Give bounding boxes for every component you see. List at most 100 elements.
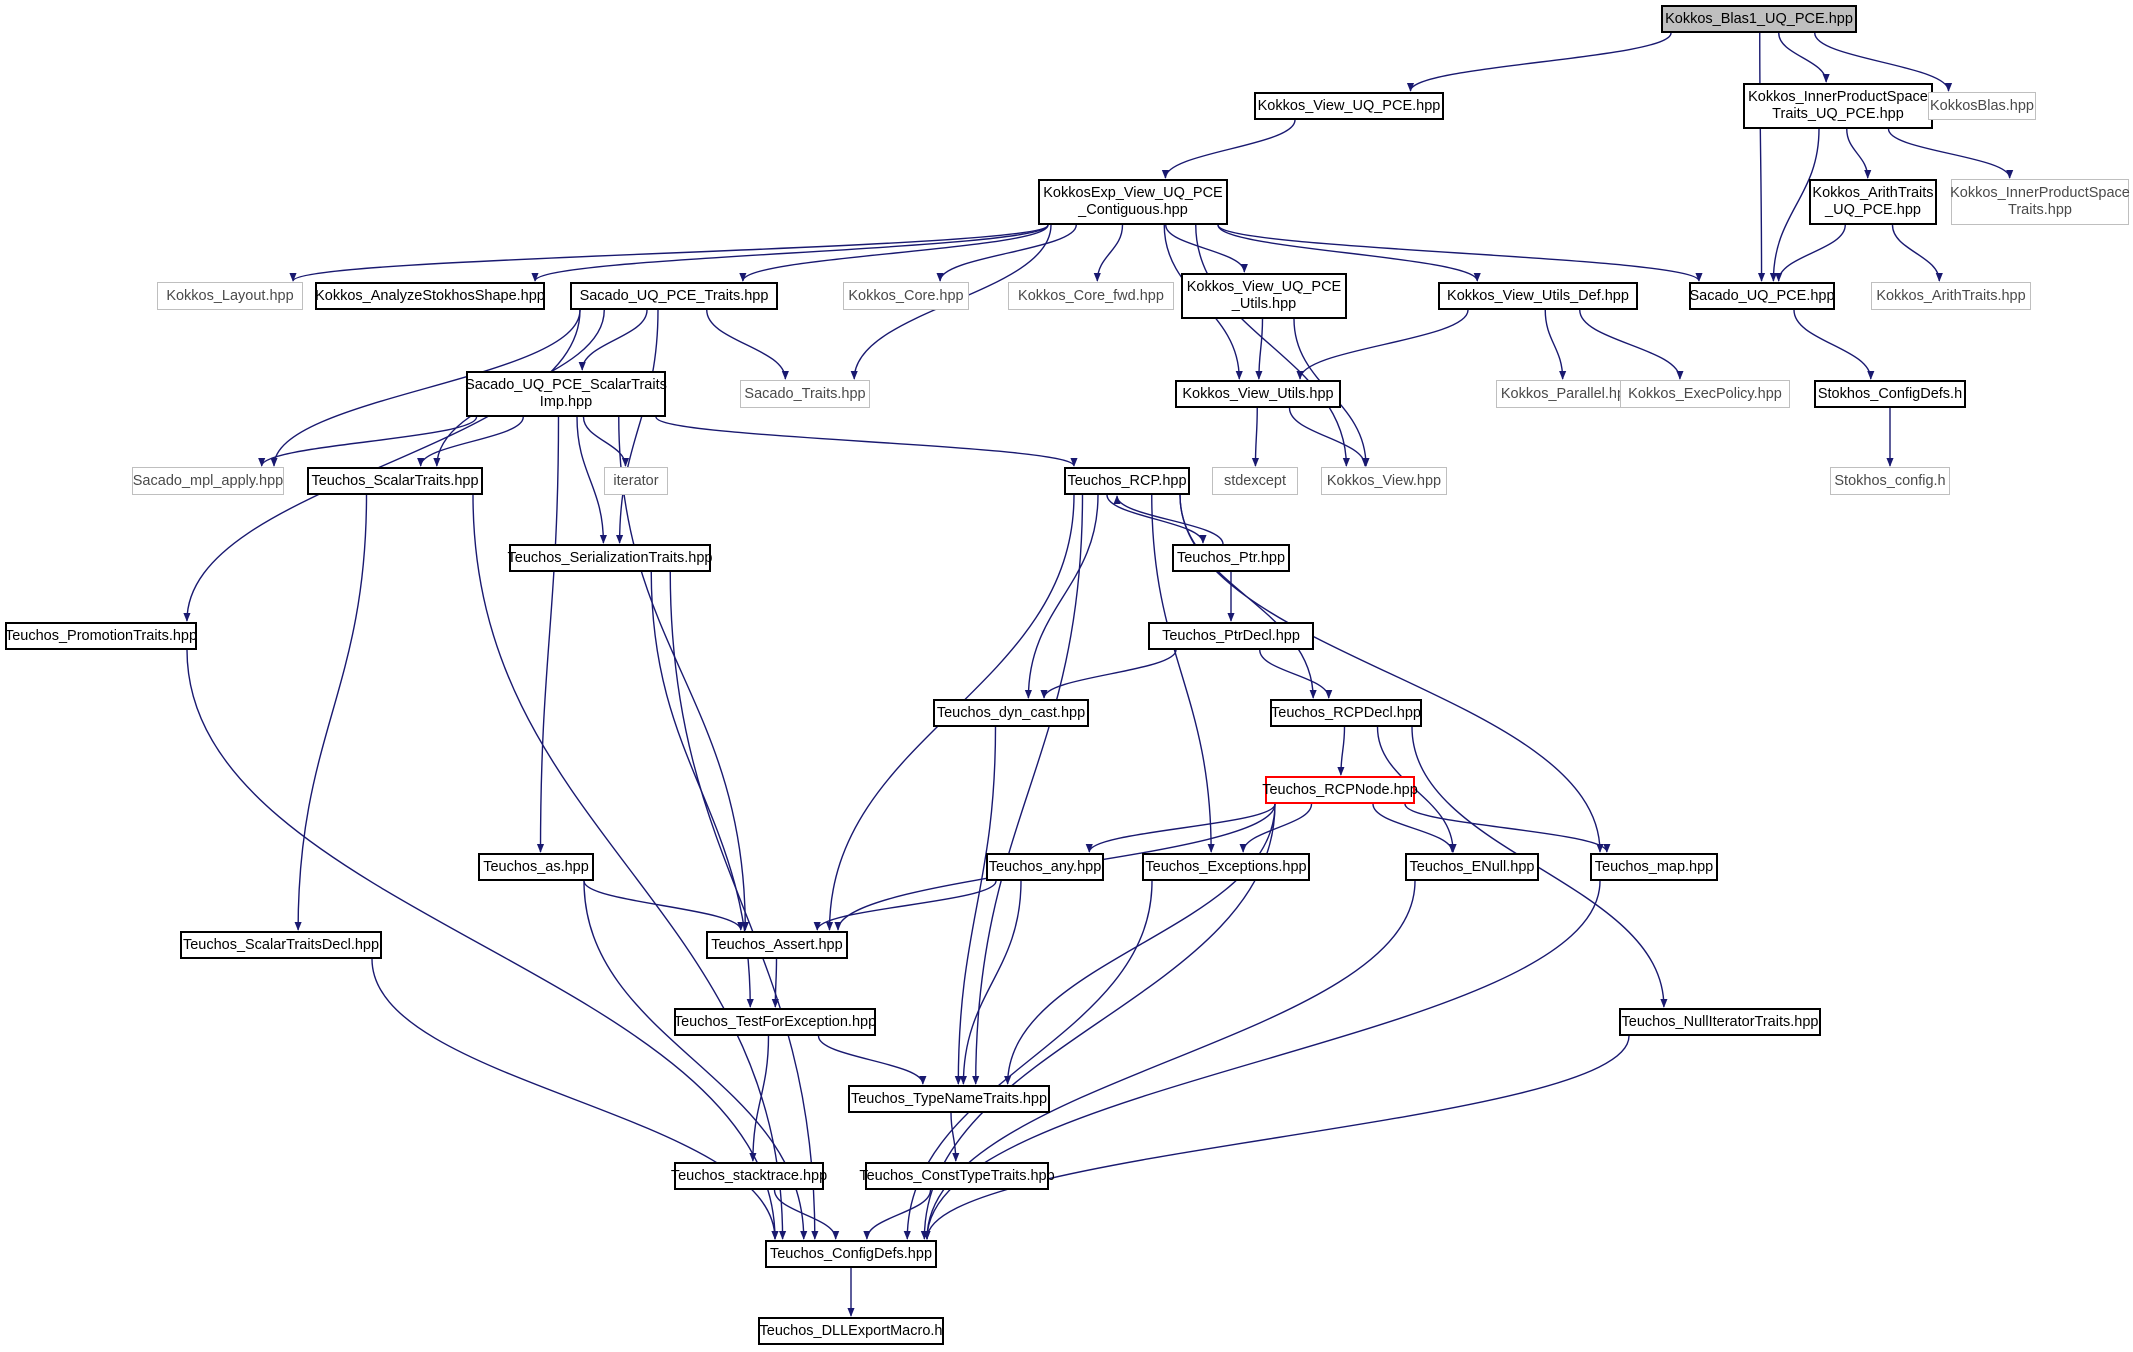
graph-node-label: Teuchos_NullIteratorTraits.hpp [1621,1013,1819,1030]
graph-node-t_serial[interactable]: Teuchos_SerializationTraits.hpp [508,544,713,572]
graph-node-t_exc[interactable]: Teuchos_Exceptions.hpp [1142,853,1310,881]
graph-node-root[interactable]: Kokkos_Blas1_UQ_PCE.hpp [1661,5,1857,33]
edge-ips_uq-to-arith_uq [1846,128,1872,179]
graph-node-sac_tr: Sacado_Traits.hpp [740,380,870,408]
graph-node-t_ptrdecl[interactable]: Teuchos_PtrDecl.hpp [1148,622,1314,650]
edge-sac_traits-to-mpl [270,309,581,467]
edge-t_scalar-to-t_stdecl [294,494,368,931]
graph-node-t_as[interactable]: Teuchos_as.hpp [478,853,594,881]
graph-node-ips_uq[interactable]: Kokkos_InnerProductSpace Traits_UQ_PCE.h… [1743,83,1933,129]
graph-node-t_cfg[interactable]: Teuchos_ConfigDefs.hpp [765,1240,937,1268]
graph-node-view_utils[interactable]: Kokkos_View_Utils.hpp [1175,380,1341,408]
edge-view_utils-to-stdexcept [1251,407,1260,467]
graph-node-kblas: KokkosBlas.hpp [1928,92,2036,120]
edge-arith_uq-to-karith [1891,224,1943,282]
edge-sac_uq-to-stk_cfg [1793,309,1875,380]
edge-t_scalar-to-t_cfg [472,494,787,1240]
graph-node-label: Kokkos_InnerProductSpace Traits.hpp [1950,185,2130,218]
edge-t_rcpnode-to-t_tnt [1004,803,1276,1085]
graph-node-label: Teuchos_any.hpp [988,858,1102,875]
graph-node-label: Kokkos_ExecPolicy.hpp [1628,385,1782,402]
graph-node-t_map[interactable]: Teuchos_map.hpp [1590,853,1718,881]
graph-node-label: Teuchos_dyn_cast.hpp [936,704,1086,721]
graph-node-t_const[interactable]: Teuchos_ConstTypeTraits.hpp [859,1162,1055,1190]
edge-sac_scalar-to-t_assert [618,416,749,931]
graph-node-t_any[interactable]: Teuchos_any.hpp [986,853,1104,881]
graph-node-t_rcp[interactable]: Teuchos_RCP.hpp [1064,467,1190,495]
edge-exp_view-to-layout [289,224,1049,282]
graph-node-arith_uq[interactable]: Kokkos_ArithTraits _UQ_PCE.hpp [1809,179,1937,225]
graph-node-label: iterator [613,472,659,489]
graph-node-t_stack[interactable]: Teuchos_stacktrace.hpp [670,1162,828,1190]
edge-root-to-kblas [1814,32,1953,92]
graph-node-label: stdexcept [1223,472,1287,489]
graph-node-t_dll[interactable]: Teuchos_DLLExportMacro.h [758,1317,944,1345]
graph-node-t_tfe[interactable]: Teuchos_TestForException.hpp [674,1008,876,1036]
graph-node-label: Teuchos_ENull.hpp [1409,858,1535,875]
graph-node-t_rcpdecl[interactable]: Teuchos_RCPDecl.hpp [1270,699,1422,727]
edge-t_nullit-to-t_cfg [923,1035,1630,1240]
edge-t_any-to-t_assert [813,880,997,931]
edge-t_rcpnode-to-t_map [1404,803,1611,853]
graph-node-sac_traits[interactable]: Sacado_UQ_PCE_Traits.hpp [570,282,778,310]
edge-t_ptrdecl-to-t_rcpdecl [1259,649,1333,699]
graph-node-label: Kokkos_Layout.hpp [166,287,294,304]
graph-node-label: Stokhos_config.h [1834,472,1946,489]
graph-node-analyze[interactable]: Kokkos_AnalyzeStokhosShape.hpp [315,282,545,310]
graph-node-label: Kokkos_ArithTraits _UQ_PCE.hpp [1812,185,1934,218]
graph-node-t_assert[interactable]: Teuchos_Assert.hpp [706,931,848,959]
graph-node-t_rcpnode[interactable]: Teuchos_RCPNode.hpp [1262,776,1418,804]
graph-node-label: Teuchos_DLLExportMacro.h [759,1322,943,1339]
graph-node-label: Kokkos_ArithTraits.hpp [1876,287,2026,304]
graph-node-t_dyn[interactable]: Teuchos_dyn_cast.hpp [933,699,1089,727]
graph-node-label: Teuchos_stacktrace.hpp [670,1167,828,1184]
edge-t_dyn-to-t_tnt [954,726,997,1085]
edge-ips_uq-to-ips [1887,128,2014,179]
edge-sac_scalar-to-mpl [258,416,478,467]
graph-node-kcore: Kokkos_Core.hpp [843,282,969,310]
edge-t_rcp-to-t_ptr [1106,494,1207,544]
graph-node-mpl: Sacado_mpl_apply.hpp [132,467,284,495]
graph-node-view_uq_utils[interactable]: Kokkos_View_UQ_PCE _Utils.hpp [1181,273,1347,319]
edge-exp_view-to-sac_uq [1217,224,1703,282]
edge-sac_traits-to-sac_tr [706,309,789,380]
edge-exp_view-to-analyze [531,224,1049,282]
edge-exp_view-to-view_uq_utils [1165,224,1248,273]
graph-node-sac_scalar[interactable]: Sacado_UQ_PCE_ScalarTraits Imp.hpp [465,371,667,417]
graph-node-exp_view[interactable]: KokkosExp_View_UQ_PCE _Contiguous.hpp [1038,179,1228,225]
graph-node-label: Sacado_UQ_PCE.hpp [1689,287,1835,304]
graph-node-view_utils_def[interactable]: Kokkos_View_Utils_Def.hpp [1438,282,1638,310]
graph-node-t_stdecl[interactable]: Teuchos_ScalarTraitsDecl.hpp [180,931,382,959]
edge-exp_view-to-sac_traits [739,224,1049,282]
graph-node-t_tnt[interactable]: Teuchos_TypeNameTraits.hpp [848,1085,1050,1113]
edge-sac_scalar-to-t_as [536,416,560,853]
graph-node-label: Kokkos_View.hpp [1326,472,1442,489]
graph-node-label: Teuchos_as.hpp [483,858,589,875]
graph-node-label: Teuchos_RCPDecl.hpp [1271,704,1421,721]
graph-node-sac_uq[interactable]: Sacado_UQ_PCE.hpp [1689,282,1835,310]
graph-node-kcore_fwd: Kokkos_Core_fwd.hpp [1008,282,1174,310]
graph-node-t_enull[interactable]: Teuchos_ENull.hpp [1405,853,1539,881]
graph-node-t_ptr[interactable]: Teuchos_Ptr.hpp [1172,544,1290,572]
edge-exp_view-to-kview [1195,224,1350,467]
edge-t_tnt-to-t_const [950,1112,960,1162]
graph-node-t_scalar[interactable]: Teuchos_ScalarTraits.hpp [307,467,483,495]
graph-node-label: Kokkos_View_Utils.hpp [1182,385,1334,402]
graph-node-label: Teuchos_Assert.hpp [711,936,843,953]
graph-node-t_promo[interactable]: Teuchos_PromotionTraits.hpp [5,622,197,650]
graph-node-layout: Kokkos_Layout.hpp [157,282,303,310]
edge-t_ptrdecl-to-t_dyn [1040,649,1177,699]
graph-node-view_uq[interactable]: Kokkos_View_UQ_PCE.hpp [1254,92,1444,120]
edge-sac_scalar-to-t_scalar [417,416,524,467]
graph-node-label: Teuchos_RCP.hpp [1067,472,1187,489]
edge-t_rcp-to-t_tnt [972,494,1084,1085]
edge-sac_traits-to-sac_scalar [578,309,648,371]
edge-t_rcp-to-t_exc [1151,494,1215,853]
graph-node-t_nullit[interactable]: Teuchos_NullIteratorTraits.hpp [1619,1008,1821,1036]
graph-node-label: Kokkos_Parallel.hpp [1500,385,1634,402]
graph-node-stk_cfg[interactable]: Stokhos_ConfigDefs.h [1814,380,1966,408]
edge-view_uq-to-exp_view [1161,119,1296,179]
graph-node-label: Teuchos_ScalarTraits.hpp [311,472,479,489]
edge-view_utils_def-to-kparallel [1544,309,1567,380]
